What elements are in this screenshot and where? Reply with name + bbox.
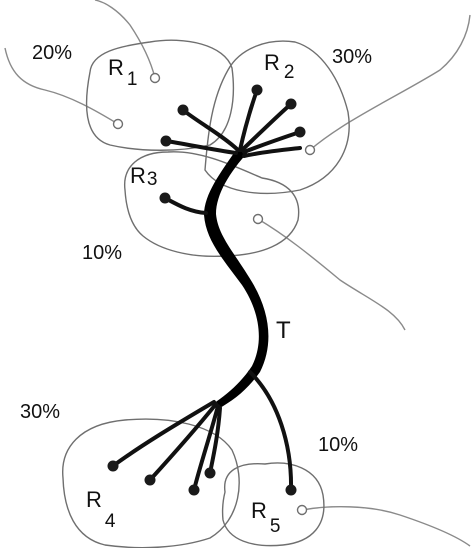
- sink-r4-a: [107, 460, 119, 472]
- port-r1-top: [149, 72, 161, 84]
- region-r3-label: R3: [130, 163, 157, 190]
- sink-r4-c: [188, 484, 200, 496]
- port-r3: [252, 213, 264, 225]
- region-r5-percent: 10%: [318, 434, 358, 456]
- sink-r4-b: [144, 474, 156, 486]
- region-r2-outline: [204, 40, 350, 195]
- sink-r2-a: [251, 84, 263, 96]
- sink-r2-c: [294, 126, 306, 138]
- sink-r1-b: [160, 135, 172, 147]
- wire-r5-right: [301, 506, 471, 547]
- wire-r2-right: [309, 14, 471, 151]
- wire-r1-left: [4, 47, 119, 125]
- port-r2: [304, 144, 316, 156]
- branch-r2-d: [242, 146, 302, 158]
- branch-r4-c: [192, 404, 220, 492]
- port-r1-left: [112, 118, 124, 130]
- branch-r2-b: [240, 102, 293, 152]
- region-r3-percent: 10%: [82, 242, 122, 264]
- region-r5-outline: [221, 462, 325, 547]
- region-r2-percent: 30%: [332, 46, 372, 68]
- wire-r3-lower: [257, 218, 406, 331]
- branch-r2-a: [238, 88, 259, 152]
- region-r1-outline: [85, 39, 235, 151]
- port-r5: [296, 504, 308, 516]
- region-r4-outline: [62, 418, 240, 548]
- region-r3-outline: [124, 151, 300, 258]
- branch-r4-b: [148, 402, 218, 482]
- branch-r1-left: [164, 139, 238, 155]
- branch-r3: [163, 196, 208, 215]
- branch-r5: [248, 370, 294, 492]
- sink-r2-b: [285, 98, 297, 110]
- trunk-label: T: [276, 317, 291, 344]
- branch-r4-a: [111, 400, 216, 468]
- trunk: [204, 150, 269, 409]
- region-r4-percent: 30%: [20, 401, 60, 423]
- sink-r5: [285, 484, 297, 496]
- region-r4-label: R4: [86, 487, 116, 532]
- sink-r4-d: [204, 467, 216, 479]
- sink-r3: [159, 192, 171, 204]
- region-r1-percent: 20%: [32, 42, 72, 64]
- wire-r1-top: [94, 0, 156, 79]
- region-r5-label: R5: [251, 498, 280, 537]
- branch-r1-top: [181, 108, 240, 152]
- sink-r1-a: [177, 104, 189, 116]
